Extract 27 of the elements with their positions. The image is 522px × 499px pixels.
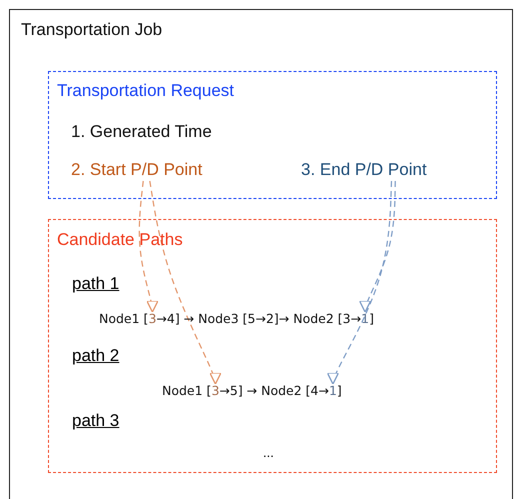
dashed-arrow	[358, 180, 396, 313]
path-text: ]	[369, 311, 374, 326]
list-item-text: 3. End P/D Point	[301, 160, 427, 180]
port-number: 1	[328, 383, 337, 398]
path-text: →4] → Node3 [5→2]→ Node2 [3→	[156, 311, 362, 326]
dashed-arrow	[149, 180, 222, 385]
port-number: 3	[148, 311, 156, 326]
path-heading: path 1	[72, 274, 120, 294]
dashed-arrow	[326, 180, 392, 385]
path-heading: path 3	[72, 411, 120, 431]
panel-title: Transportation Job	[21, 20, 162, 40]
port-number: 3	[211, 383, 220, 398]
path-text: →5] → Node2 [4→	[219, 383, 329, 398]
list-item-text: 2. Start P/D Point	[71, 160, 202, 180]
ellipsis-text: ...	[263, 445, 274, 460]
port-number: 1	[361, 311, 370, 326]
path-text: ]	[336, 383, 342, 398]
request-box	[48, 71, 497, 199]
dashed-arrow	[138, 180, 159, 313]
path-text: Node1 [	[99, 311, 148, 326]
path-heading: path 2	[72, 346, 120, 366]
path-text: Node1 [	[162, 383, 212, 398]
box-title: Candidate Paths	[57, 230, 183, 250]
list-item-text: 1. Generated Time	[71, 122, 212, 142]
box-title: Transportation Request	[57, 81, 234, 101]
paths-box	[48, 219, 497, 473]
job-panel	[9, 9, 513, 499]
